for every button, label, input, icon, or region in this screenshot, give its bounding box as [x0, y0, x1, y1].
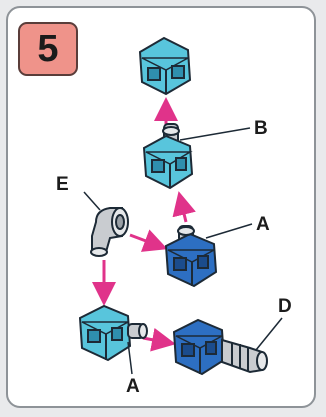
dark-blue-cube-middle	[164, 225, 218, 288]
label-a-top: A	[256, 214, 270, 235]
arrow-to-bottom-dark-cube	[142, 327, 176, 352]
label-d: D	[278, 296, 292, 317]
label-a-bottom: A	[126, 376, 140, 397]
leader-lines	[83, 127, 283, 375]
arrow-to-middle-cube	[172, 191, 196, 223]
elbow-connector	[90, 207, 129, 257]
step-number-badge: 5	[18, 22, 78, 76]
step-number: 5	[37, 27, 59, 70]
arrow-elbow-to-dark-cube	[129, 229, 168, 252]
label-e: E	[56, 174, 69, 195]
light-blue-cube-top	[138, 36, 192, 96]
label-b: B	[254, 118, 268, 139]
assembly-arrows	[92, 97, 196, 352]
light-blue-cube-middle	[142, 123, 194, 190]
dark-blue-cube-bottom	[172, 318, 268, 376]
light-blue-cube-bottom	[78, 304, 148, 362]
